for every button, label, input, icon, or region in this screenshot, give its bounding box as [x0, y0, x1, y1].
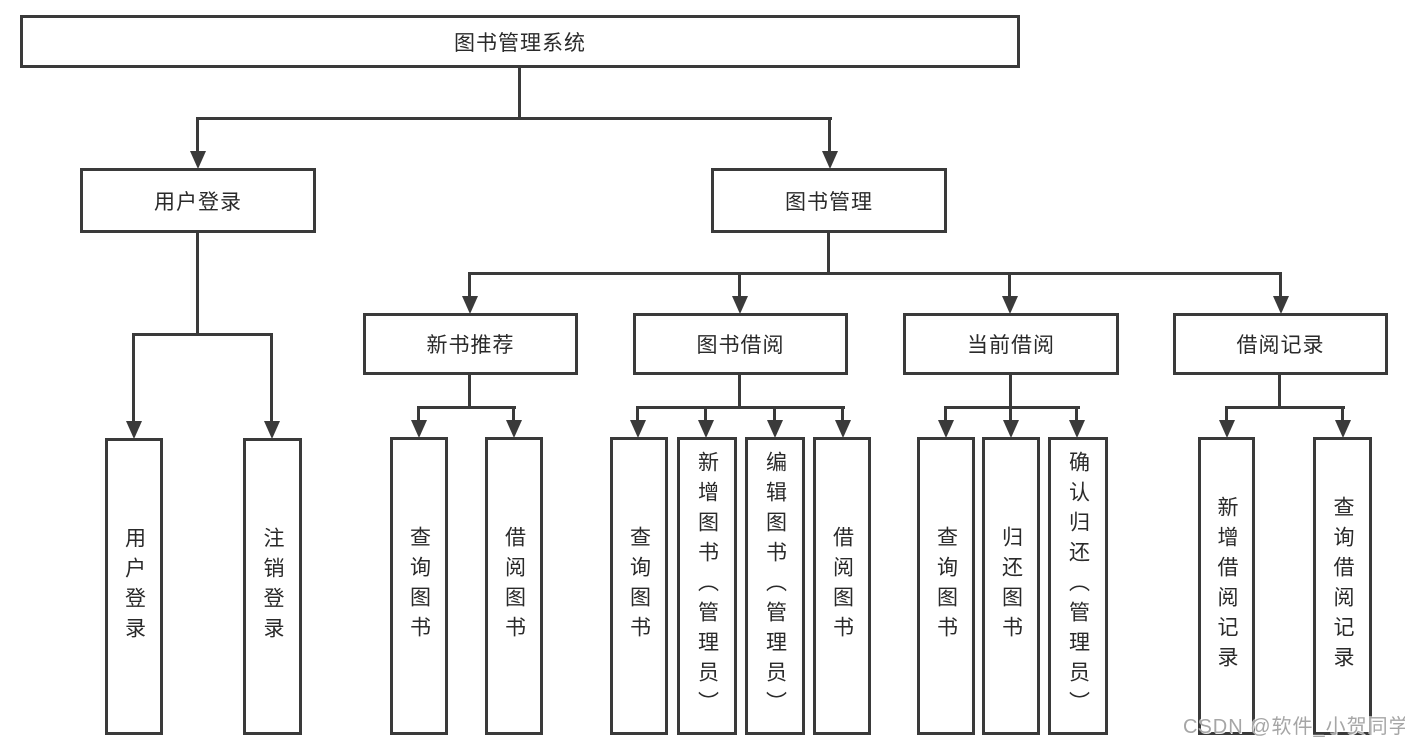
connector-line	[1225, 406, 1345, 409]
connector-line	[132, 333, 273, 336]
arrow-down	[698, 420, 714, 438]
connector-line	[1279, 272, 1282, 299]
leaf-label: 借阅图书	[502, 526, 526, 646]
connector-line	[1075, 406, 1078, 422]
connector-line	[944, 406, 1080, 409]
connector-line	[1008, 272, 1011, 299]
connector-line	[196, 117, 832, 120]
arrow-down	[1273, 296, 1289, 314]
node-label: 图书管理	[785, 190, 873, 214]
connector-line	[512, 406, 515, 422]
node-label: 图书借阅	[696, 334, 785, 357]
arrow-down	[264, 421, 280, 439]
leaf-label: 注销登录	[261, 526, 284, 647]
arrow-down	[411, 420, 427, 438]
leaf-label: 查询图书	[407, 526, 431, 646]
connector-line	[196, 117, 199, 153]
arrow-down	[1219, 420, 1235, 438]
node-borrowing-records: 借阅记录	[1173, 313, 1388, 375]
leaf-logout: 注销登录	[243, 438, 302, 735]
leaf-label: 编辑图书（管理员）	[763, 451, 787, 721]
leaf-label: 确认归还（管理员）	[1066, 451, 1090, 721]
node-label: 新书推荐	[426, 334, 515, 357]
leaf-confirm-return-admin: 确认归还（管理员）	[1048, 437, 1108, 735]
leaf-label: 借阅图书	[830, 526, 854, 646]
node-label: 借阅记录	[1236, 334, 1325, 357]
node-label: 用户登录	[154, 190, 242, 214]
leaf-query-borrow-record: 查询借阅记录	[1313, 437, 1372, 735]
connector-line	[468, 374, 471, 408]
arrow-down	[938, 420, 954, 438]
connector-line	[773, 406, 776, 422]
node-book-borrowing: 图书借阅	[633, 313, 848, 375]
node-label: 当前借阅	[967, 334, 1055, 357]
connector-line	[468, 272, 1282, 275]
arrow-down	[1002, 296, 1018, 314]
connector-line	[944, 406, 947, 422]
connector-line	[132, 333, 135, 422]
connector-line	[841, 406, 844, 422]
arrow-down	[732, 296, 748, 314]
leaf-label: 用户登录	[122, 526, 146, 647]
leaf-query-books: 查询图书	[390, 437, 448, 735]
connector-line	[738, 272, 741, 299]
leaf-user-login: 用户登录	[105, 438, 163, 735]
connector-line	[417, 406, 420, 422]
leaf-label: 新增图书（管理员）	[695, 451, 719, 721]
arrow-down	[190, 151, 206, 169]
node-new-book-recommendation: 新书推荐	[363, 313, 578, 375]
node-current-borrowing: 当前借阅	[903, 313, 1119, 375]
connector-line	[518, 66, 521, 119]
arrow-down	[506, 420, 522, 438]
csdn-watermark: CSDN @软件_小贺同学	[1183, 716, 1405, 738]
leaf-edit-books-admin: 编辑图书（管理员）	[745, 437, 805, 735]
connector-line	[636, 406, 639, 422]
leaf-query-books: 查询图书	[610, 437, 668, 735]
connector-line	[1341, 406, 1344, 422]
node-label: 图书管理系统	[454, 31, 586, 55]
arrow-down	[1335, 420, 1351, 438]
connector-line	[196, 232, 199, 336]
arrow-down	[835, 420, 851, 438]
arrow-down	[1003, 420, 1019, 438]
connector-line	[1278, 374, 1281, 408]
connector-line	[704, 406, 707, 422]
connector-line	[270, 333, 273, 422]
arrow-down	[767, 420, 783, 438]
leaf-label: 查询借阅记录	[1331, 496, 1354, 676]
connector-line	[738, 374, 741, 408]
connector-line	[1009, 406, 1012, 422]
node-book-management: 图书管理	[711, 168, 947, 233]
connector-line	[417, 406, 516, 409]
connector-line	[1225, 406, 1228, 422]
arrow-down	[1069, 420, 1085, 438]
arrow-down	[630, 420, 646, 438]
leaf-borrow-books: 借阅图书	[813, 437, 871, 735]
connector-line	[636, 406, 845, 409]
leaf-label: 新增借阅记录	[1215, 496, 1238, 676]
arrow-down	[822, 151, 838, 169]
arrow-down	[126, 421, 142, 439]
leaf-label: 查询图书	[934, 526, 958, 646]
leaf-add-books-admin: 新增图书（管理员）	[677, 437, 737, 735]
leaf-add-borrow-record: 新增借阅记录	[1198, 437, 1255, 735]
leaf-label: 查询图书	[627, 526, 651, 646]
connector-line	[827, 232, 830, 275]
arrow-down	[462, 296, 478, 314]
connector-line	[828, 117, 831, 153]
connector-line	[468, 272, 471, 299]
node-user-login: 用户登录	[80, 168, 316, 233]
leaf-borrow-books: 借阅图书	[485, 437, 543, 735]
leaf-query-books: 查询图书	[917, 437, 975, 735]
node-library-management-system: 图书管理系统	[20, 15, 1020, 68]
leaf-return-books: 归还图书	[982, 437, 1040, 735]
leaf-label: 归还图书	[999, 526, 1023, 646]
connector-line	[1009, 374, 1012, 408]
